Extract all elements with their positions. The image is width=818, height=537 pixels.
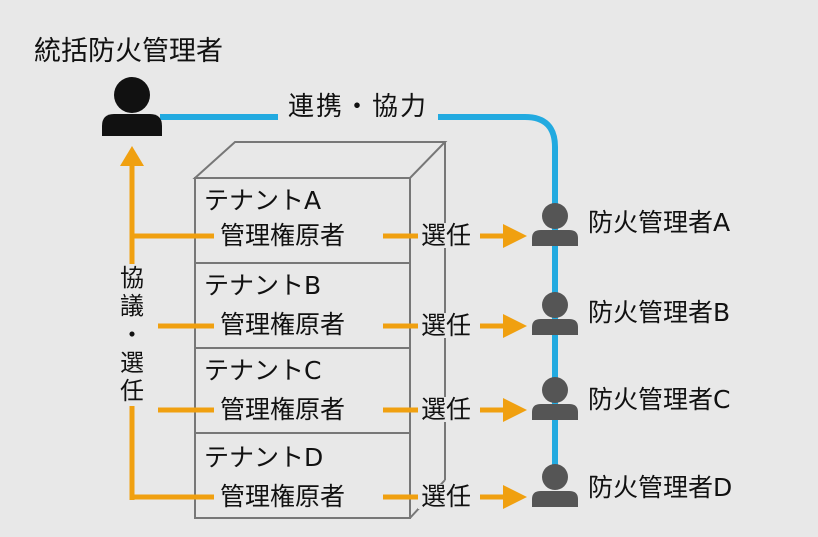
tenant-name-c: テナントC [204,356,322,385]
arrow-right-head [503,485,527,509]
appoint-label-c: 選任 [418,397,475,422]
owner-label-b: 管理権原者 [214,312,352,337]
vlabel-char: 議 [120,292,144,321]
arrow-right-head [503,224,527,248]
arrow-right-head [503,314,527,338]
building [192,141,448,519]
cooperation-label: 連携・協力 [278,94,439,120]
manager-label-b: 防火管理者B [588,298,731,327]
vlabel-char: 協 [120,264,144,292]
appoint-label-d: 選任 [418,484,475,509]
manager-label-d: 防火管理者D [588,473,733,502]
owner-label-c: 管理権原者 [214,397,352,422]
manager-label-c: 防火管理者C [588,385,731,414]
supervisor-title: 統括防火管理者 [34,36,223,67]
arrow-up-head [120,146,144,166]
arrow-right-head [503,398,527,422]
owner-label-d: 管理権原者 [214,484,352,509]
vlabel-char: 選 [120,348,144,377]
tenant-name-d: テナントD [204,443,324,472]
tenant-name-a: テナントA [204,186,322,215]
consult-appoint-label: 協 議 ・ 選 任 [117,264,147,406]
appoint-label-b: 選任 [418,313,475,338]
vlabel-char: ・ [120,320,144,349]
manager-person-icon-a [532,203,578,246]
appoint-label-a: 選任 [418,223,475,248]
manager-label-a: 防火管理者A [588,208,731,237]
owner-label-a: 管理権原者 [214,223,352,248]
manager-person-icon-d [532,464,578,507]
manager-person-icon-b [532,292,578,335]
supervisor-person-icon [102,77,162,136]
tenant-name-b: テナントB [204,271,322,300]
cooperation-line [160,114,558,480]
appoint-arrows [383,224,527,509]
building-top [192,141,448,179]
manager-person-icon-c [532,377,578,420]
vlabel-char: 任 [120,377,144,406]
